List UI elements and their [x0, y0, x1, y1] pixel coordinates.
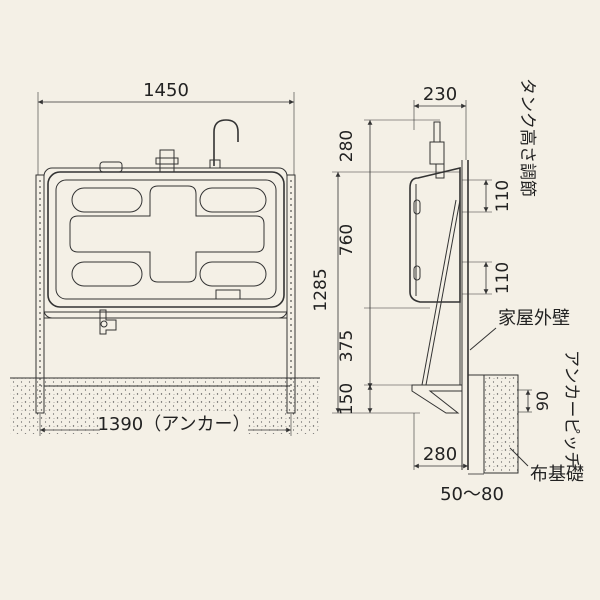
side-tank-bump-1: [413, 199, 421, 215]
dim-150: 150: [337, 383, 357, 415]
tank-pad-tl: [71, 187, 143, 213]
side-width-label: 230: [423, 84, 457, 105]
tank-pad-br: [199, 261, 267, 287]
vent-pipe-base: [209, 159, 221, 169]
offset-label: 50～80: [440, 484, 504, 505]
anchor-label-bg: [100, 413, 248, 435]
wall-label: 家屋外壁: [498, 308, 570, 329]
side-stand-brace-b: [425, 199, 461, 386]
tank-cap: [99, 161, 123, 173]
tank-cross-pad: [69, 185, 265, 283]
vent-pipe: [213, 119, 239, 166]
anchor-pitch-label: アンカーピッチ: [561, 350, 581, 468]
tank-pad-bl: [71, 261, 143, 287]
front-width-label: 1450: [143, 80, 189, 101]
total-label-bg: [312, 265, 332, 317]
tank-gauge-plate: [215, 289, 241, 300]
side-valve-stem: [435, 163, 445, 179]
wall-leader: [469, 327, 497, 351]
dim-760: 760: [337, 224, 357, 256]
dim-280: 280: [337, 130, 357, 162]
side-stand-brace: [421, 199, 457, 386]
side-tank-bump-2: [413, 265, 421, 281]
depth-label: 280: [423, 444, 457, 465]
dim-1285: 1285: [311, 268, 331, 311]
pitch-label: 90: [533, 391, 552, 411]
gap1-label: 110: [493, 180, 513, 212]
side-base-plate: [411, 384, 463, 414]
gap2-label: 110: [493, 262, 513, 294]
anchor-label: 1390（アンカー）: [97, 414, 250, 435]
tank-body: [47, 171, 285, 308]
tank-valve-nut: [155, 157, 179, 165]
side-valve: [429, 141, 445, 165]
dim-375: 375: [337, 330, 357, 362]
side-tank-body: [409, 166, 461, 303]
foundation-leader: [509, 447, 529, 467]
side-vent: [433, 121, 441, 143]
foundation: [483, 374, 519, 474]
foundation-label: 布基礎: [530, 464, 584, 485]
tank-pad-tr: [199, 187, 267, 213]
tank-height-label: タンク高さ調節: [517, 78, 537, 197]
front-view: 1450 1390（アンカー）: [10, 80, 320, 436]
side-view: 230 タンク高さ調節 280 760 375 150 1285: [311, 78, 584, 505]
drain-valve-knob: [100, 320, 108, 328]
tank-inner: [55, 179, 277, 300]
tank-valve: [159, 149, 175, 173]
drain-valve: [99, 309, 117, 335]
front-frame: [43, 167, 288, 319]
